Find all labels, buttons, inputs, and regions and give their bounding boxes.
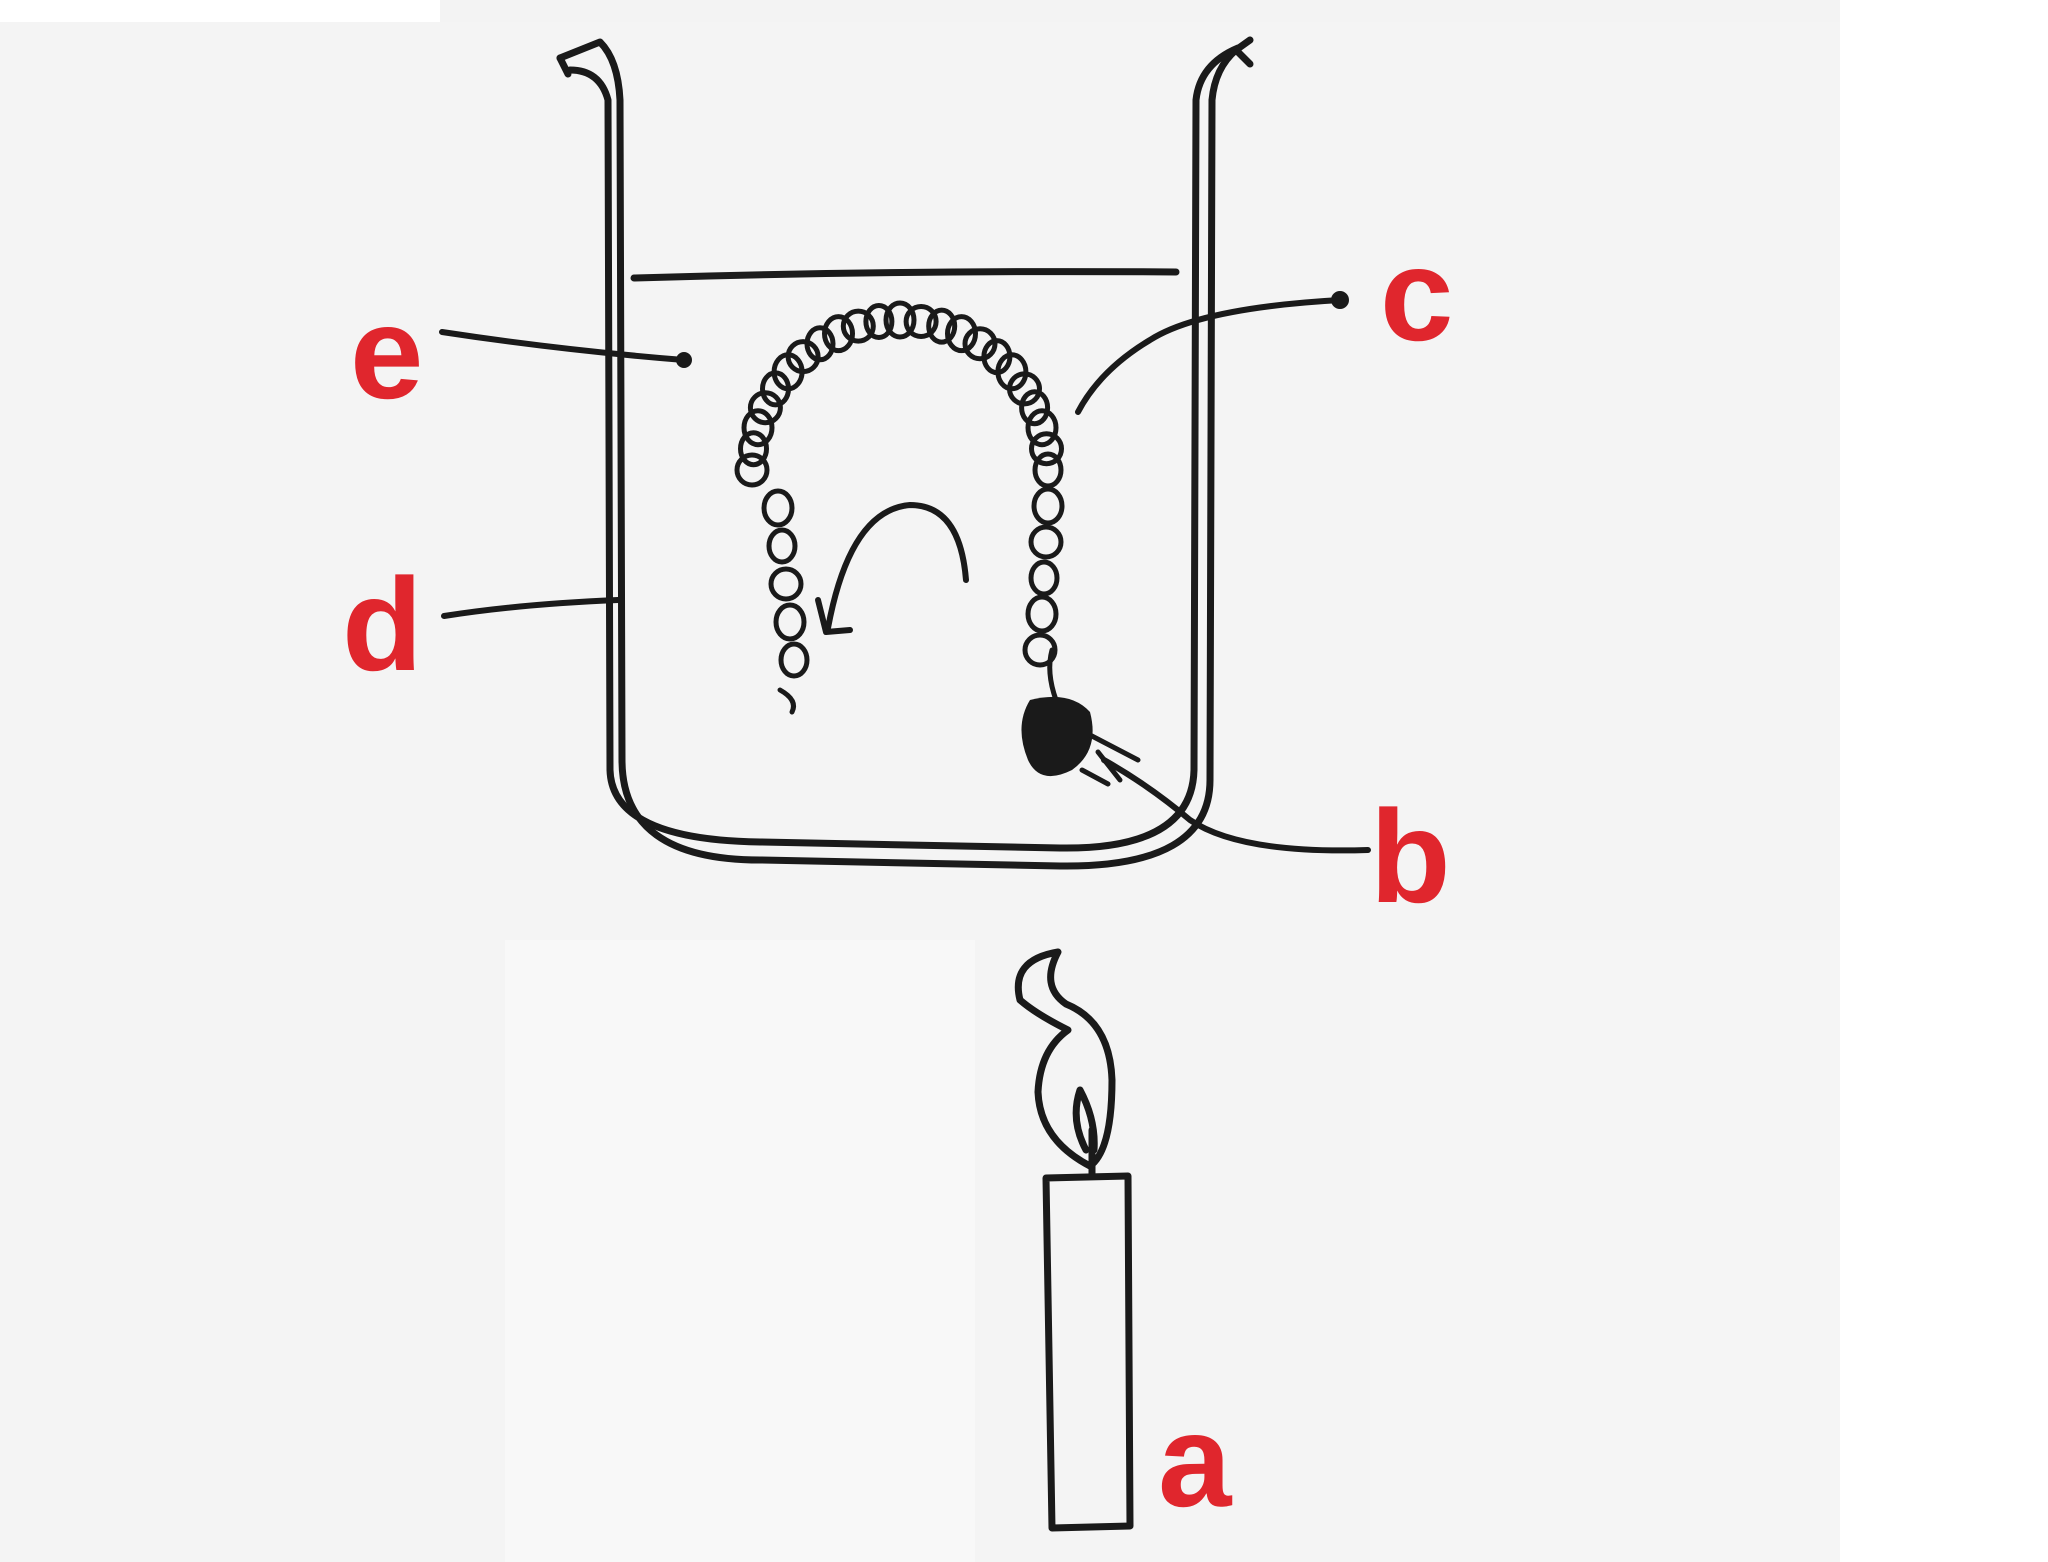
current-loop — [738, 430, 769, 468]
current-loop — [804, 325, 836, 363]
current-loop — [768, 566, 804, 602]
current-loop — [962, 326, 998, 362]
current-loop — [1032, 451, 1064, 489]
current-loop — [903, 304, 939, 339]
current-loop — [1031, 486, 1065, 526]
current-loop — [1007, 371, 1042, 407]
current-loop — [1029, 431, 1064, 467]
current-loop — [773, 602, 807, 642]
current-loop — [926, 307, 958, 345]
current-loop — [863, 303, 895, 340]
current-loop — [840, 308, 876, 344]
current-loop — [1019, 389, 1051, 427]
current-loop — [822, 314, 855, 354]
leader-line-d — [441, 597, 621, 619]
label-c: c — [1380, 221, 1453, 368]
current-loop — [1028, 559, 1060, 597]
label-a: a — [1158, 1387, 1233, 1534]
beaker — [556, 36, 1254, 870]
current-loop — [1022, 632, 1058, 668]
label-d: d — [342, 551, 423, 698]
current-loop — [883, 300, 917, 340]
leader-line-e — [439, 329, 687, 363]
current-loop — [741, 408, 775, 448]
current-loop — [785, 339, 821, 375]
current-loop — [778, 641, 810, 679]
leader-line-c — [1075, 297, 1343, 415]
current-loop — [945, 314, 978, 354]
label-e: e — [350, 279, 423, 426]
current-loop — [734, 452, 770, 488]
current-loop — [1025, 594, 1059, 634]
current-loop — [1025, 408, 1059, 448]
candle-flame — [1014, 948, 1116, 1170]
candle-body — [1042, 1172, 1134, 1532]
current-loop — [747, 390, 783, 426]
current-direction-arrow — [815, 502, 969, 635]
leader-line-b — [1101, 757, 1371, 854]
current-loop — [761, 488, 795, 528]
current-loop — [1028, 524, 1064, 560]
crystal — [1021, 696, 1141, 787]
label-b: b — [1370, 783, 1451, 930]
candle — [1014, 948, 1134, 1532]
convection-current — [734, 300, 1065, 715]
current-loop — [766, 527, 798, 565]
leader-lines — [439, 291, 1371, 854]
